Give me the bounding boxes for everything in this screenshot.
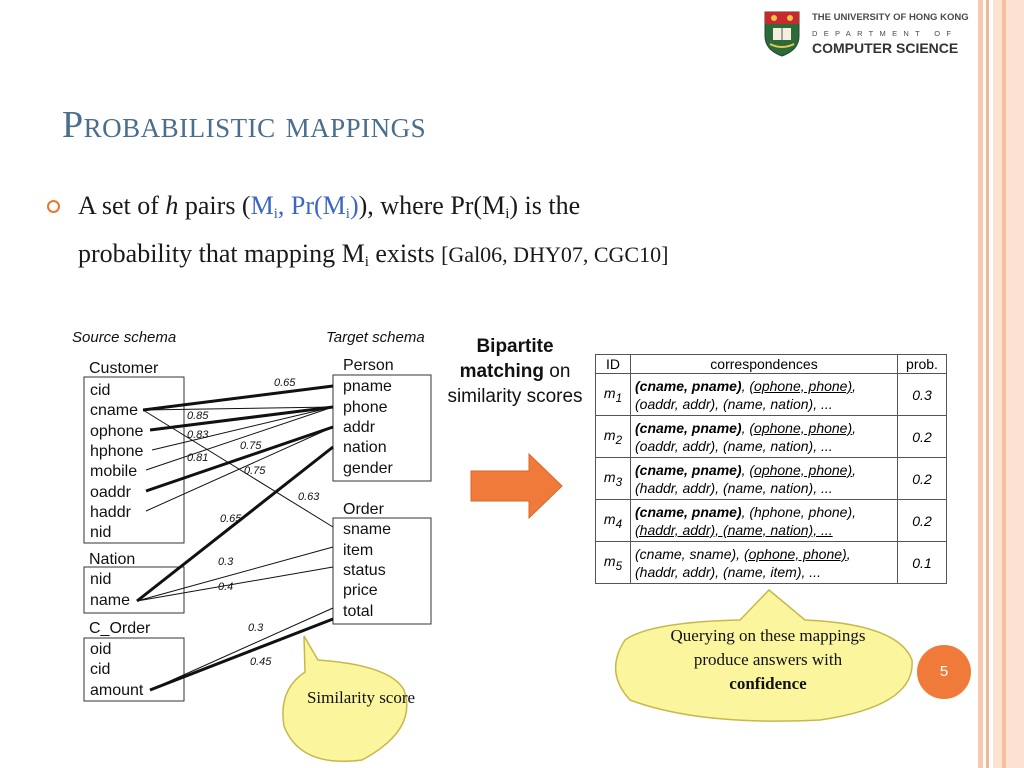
faculty-name: COMPUTER SCIENCE: [812, 40, 959, 56]
order-table-box: [332, 517, 432, 625]
similarity-callout: Similarity score: [306, 688, 416, 707]
score-label: 0.75: [244, 465, 266, 477]
attr: hphone: [90, 443, 143, 460]
score-label: 0.75: [240, 440, 262, 452]
score-label: 0.3: [248, 622, 264, 634]
table-name: Nation: [89, 551, 135, 568]
match-line: [149, 617, 334, 692]
score-label: 0.63: [298, 491, 320, 503]
attr: phone: [343, 399, 388, 416]
table-row: m5 (cname, sname), (ophone, phone),(hadd…: [595, 541, 947, 584]
match-line: [145, 426, 334, 512]
score-label: 0.81: [187, 452, 208, 464]
match-line: [142, 409, 334, 528]
bipartite-label: Bipartite matching on similarity scores: [447, 336, 583, 407]
crest-icon: [764, 11, 800, 57]
column-header: correspondences: [630, 354, 898, 374]
querying-callout-shape: [614, 588, 913, 722]
university-name: THE UNIVERSITY OF HONG KONG: [812, 12, 969, 23]
table-row: m3 (cname, pname), (ophone, phone),(hadd…: [595, 457, 947, 500]
decor-stripe: [978, 0, 983, 768]
match-line: [142, 384, 334, 412]
similarity-callout-shape: [282, 635, 408, 763]
decor-stripe: [1002, 0, 1006, 768]
university-logo: THE UNIVERSITY OF HONG KONG DEPARTMENT O…: [762, 10, 977, 62]
attr: status: [343, 562, 386, 579]
attr: pname: [343, 378, 392, 395]
attr: cid: [90, 661, 110, 678]
attr: nid: [90, 571, 111, 588]
department-label: DEPARTMENT OF: [812, 29, 958, 38]
attr: amount: [90, 682, 144, 699]
match-line: [136, 546, 334, 602]
corder-table-box: [83, 637, 185, 702]
attr: nation: [343, 439, 387, 456]
attr: oid: [90, 641, 111, 658]
table-row: m4 (cname, pname), (hphone, phone),(hadd…: [595, 499, 947, 542]
querying-callout: Querying on these mappings produce answe…: [670, 626, 866, 693]
column-header: prob.: [897, 354, 947, 374]
arrow-right-icon: [470, 452, 563, 520]
attr: haddr: [90, 504, 132, 521]
attr: cname: [90, 402, 138, 419]
nation-table-box: [83, 566, 185, 614]
score-label: 0.83: [187, 429, 209, 441]
score-label: 0.65: [274, 377, 296, 389]
column-header: ID: [595, 354, 631, 374]
match-line: [136, 566, 334, 602]
table-name: Person: [343, 357, 394, 374]
attr: name: [90, 592, 130, 609]
match-line: [149, 405, 334, 432]
bullet-text: A set of h pairs (Mi, Pr(Mi)), where Pr(…: [78, 191, 669, 270]
decor-stripe: [993, 0, 1024, 768]
table-row: m2 (cname, pname), (ophone, phone),(oadd…: [595, 415, 947, 458]
score-label: 0.45: [250, 656, 272, 668]
match-line: [145, 406, 334, 471]
attr: ophone: [90, 423, 143, 440]
mapping-table: ID correspondences prob. m1 (cname, pnam…: [595, 354, 947, 584]
match-line: [142, 406, 334, 411]
attr: sname: [343, 521, 391, 538]
attr: mobile: [90, 463, 137, 480]
page-number-badge: 5: [917, 645, 971, 699]
score-label: 0.65: [220, 513, 242, 525]
score-label: 0.4: [218, 581, 233, 593]
score-label: 0.3: [218, 556, 234, 568]
attr: total: [343, 603, 373, 620]
match-line: [149, 607, 334, 691]
match-line: [145, 425, 334, 493]
match-line: [151, 406, 334, 451]
slide-title: Probabilistic mappings: [62, 104, 427, 146]
customer-table-box: [83, 376, 185, 544]
attr: nid: [90, 524, 111, 541]
table-name: Order: [343, 501, 385, 518]
bullet-icon: [47, 200, 60, 213]
attr: cid: [90, 382, 110, 399]
attr: oaddr: [90, 484, 132, 501]
decor-stripe: [986, 0, 989, 768]
source-schema-label: Source schema: [72, 329, 176, 346]
attr: addr: [343, 419, 376, 436]
match-line: [136, 445, 334, 603]
table-name: C_Order: [89, 620, 151, 637]
citation: [Gal06, DHY07, CGC10]: [441, 242, 669, 267]
attr: gender: [343, 460, 393, 477]
table-name: Customer: [89, 360, 159, 377]
score-label: 0.85: [187, 410, 209, 422]
attr: item: [343, 542, 373, 559]
table-row: m1 (cname, pname), (ophone, phone),(oadd…: [595, 373, 947, 416]
attr: price: [343, 582, 378, 599]
target-schema-label: Target schema: [326, 329, 425, 346]
